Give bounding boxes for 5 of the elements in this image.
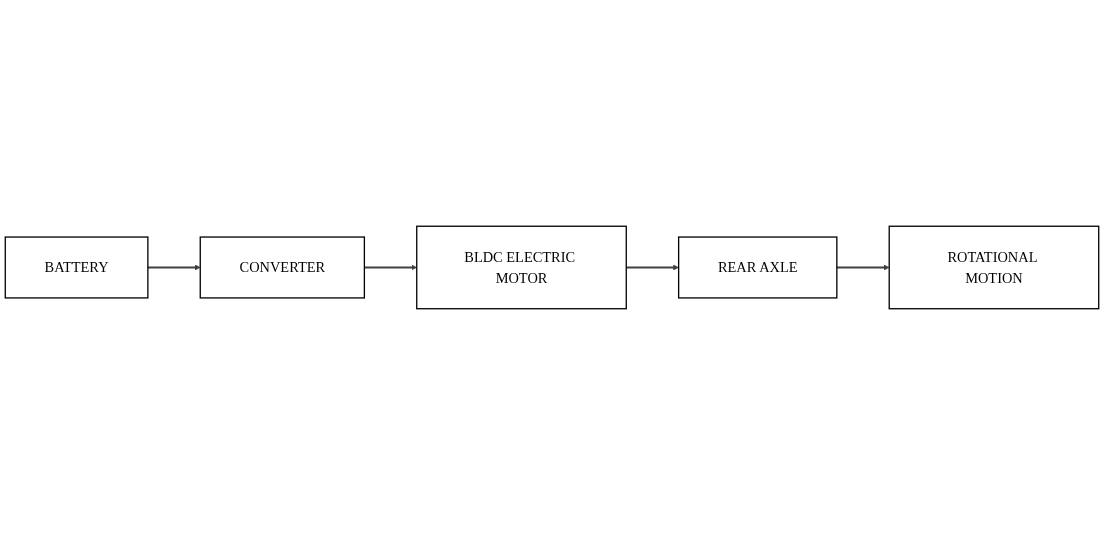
node-box: ROTATIONAL MOTION [888, 225, 1100, 309]
node-box: BLDC ELECTRIC MOTOR [416, 225, 627, 309]
node-box: BATTERY [4, 235, 149, 299]
node-box: CONVERTER [199, 235, 366, 299]
node-box: REAR AXLE [678, 235, 838, 299]
